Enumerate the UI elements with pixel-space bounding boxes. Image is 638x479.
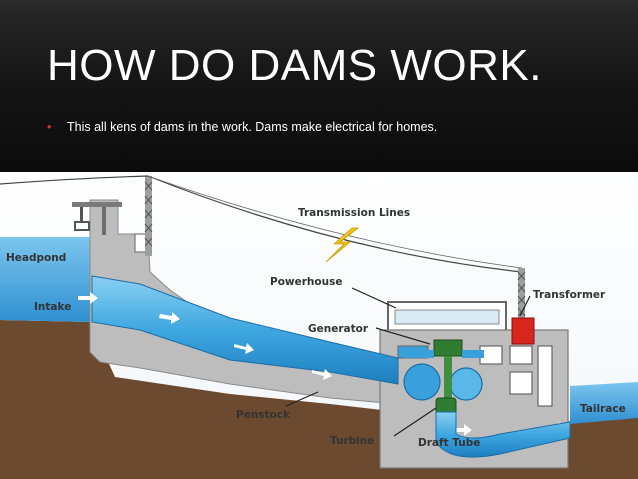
transmission-tower-left [144, 176, 153, 256]
slide-title: HOW DO DAMS WORK. [47, 41, 542, 90]
label-draft-tube: Draft Tube [418, 437, 480, 449]
transmission-line [0, 175, 523, 273]
dam-crane [72, 202, 122, 235]
draft-tube [435, 411, 571, 458]
label-turbine: Turbine [330, 435, 374, 447]
leader-lines [285, 287, 531, 437]
bullet-item: • This all kens of dams in the work. Dams… [47, 120, 437, 134]
penstock-pipe [91, 275, 399, 385]
hydroelectric-dam-diagram: Headpond Intake Transmission Lines Power… [0, 172, 638, 479]
diagram-labels: Headpond Intake Transmission Lines Power… [6, 207, 626, 449]
transformer-unit [511, 317, 535, 345]
label-intake: Intake [34, 301, 71, 313]
generator-unit [404, 339, 484, 402]
label-transmission-lines: Transmission Lines [298, 207, 410, 219]
label-generator: Generator [308, 323, 369, 335]
label-transformer: Transformer [533, 289, 606, 301]
headpond-water [0, 237, 92, 322]
scroll-case-right [449, 367, 483, 401]
bullet-icon: • [47, 120, 52, 134]
transmission-line-2 [147, 175, 523, 269]
scroll-case [403, 363, 441, 401]
label-headpond: Headpond [6, 252, 66, 264]
tailrace-water [570, 382, 638, 424]
label-penstock: Penstock [236, 409, 291, 421]
lightning-bolt-icon [325, 227, 360, 263]
bullet-text: This all kens of dams in the work. Dams … [67, 120, 438, 134]
label-tailrace: Tailrace [580, 403, 626, 415]
label-powerhouse: Powerhouse [270, 276, 342, 288]
slide-header: HOW DO DAMS WORK. • This all kens of dams… [0, 0, 638, 172]
